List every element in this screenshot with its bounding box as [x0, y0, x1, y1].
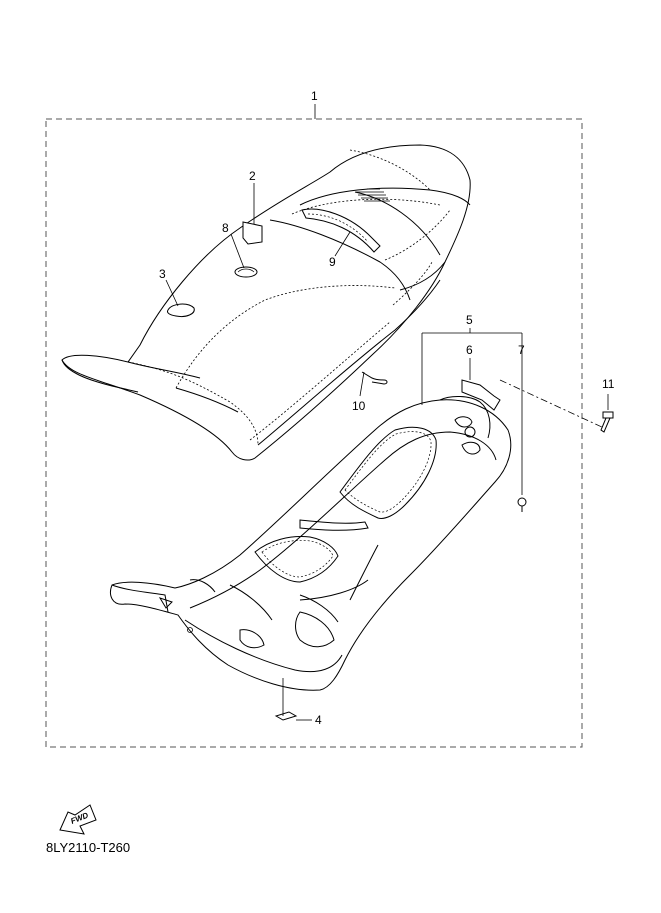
seat-logo: [356, 188, 390, 202]
part-8-emblem: [234, 266, 258, 278]
part-3-emblem: [167, 303, 195, 317]
callout-10: 10: [352, 399, 366, 413]
callout-4: 4: [315, 713, 322, 727]
callout-9: 9: [329, 255, 336, 269]
callout-2: 2: [249, 169, 256, 183]
leader-10: [359, 371, 365, 397]
part-4-clip: [274, 711, 298, 721]
pan-hole: [187, 627, 193, 633]
callout-6: 6: [466, 343, 473, 357]
callout-1: 1: [311, 89, 318, 103]
leader-9: [334, 231, 351, 257]
bracket-group-5: [421, 328, 523, 495]
assembly-boundary: [45, 118, 583, 748]
callout-11: 11: [602, 377, 615, 391]
part-11-bolt: [600, 394, 614, 433]
part-7-nut: [517, 497, 527, 512]
seat-base-pan: [110, 396, 512, 691]
grab-strap: [301, 208, 381, 253]
part-2-tab: [242, 221, 263, 245]
part-6-plate: [461, 379, 501, 411]
leader-8: [230, 233, 245, 269]
callout-5: 5: [466, 313, 473, 327]
leader-11: [499, 379, 605, 429]
diagram-code: 8LY2110-T260: [46, 840, 131, 855]
callout-3: 3: [159, 267, 166, 281]
fwd-arrow: FWD: [59, 804, 97, 835]
part-10-clip: [361, 371, 388, 385]
callout-7: 7: [518, 343, 525, 357]
leader-3: [165, 279, 179, 307]
seat-cushion: [61, 144, 471, 461]
callout-8: 8: [222, 221, 229, 235]
